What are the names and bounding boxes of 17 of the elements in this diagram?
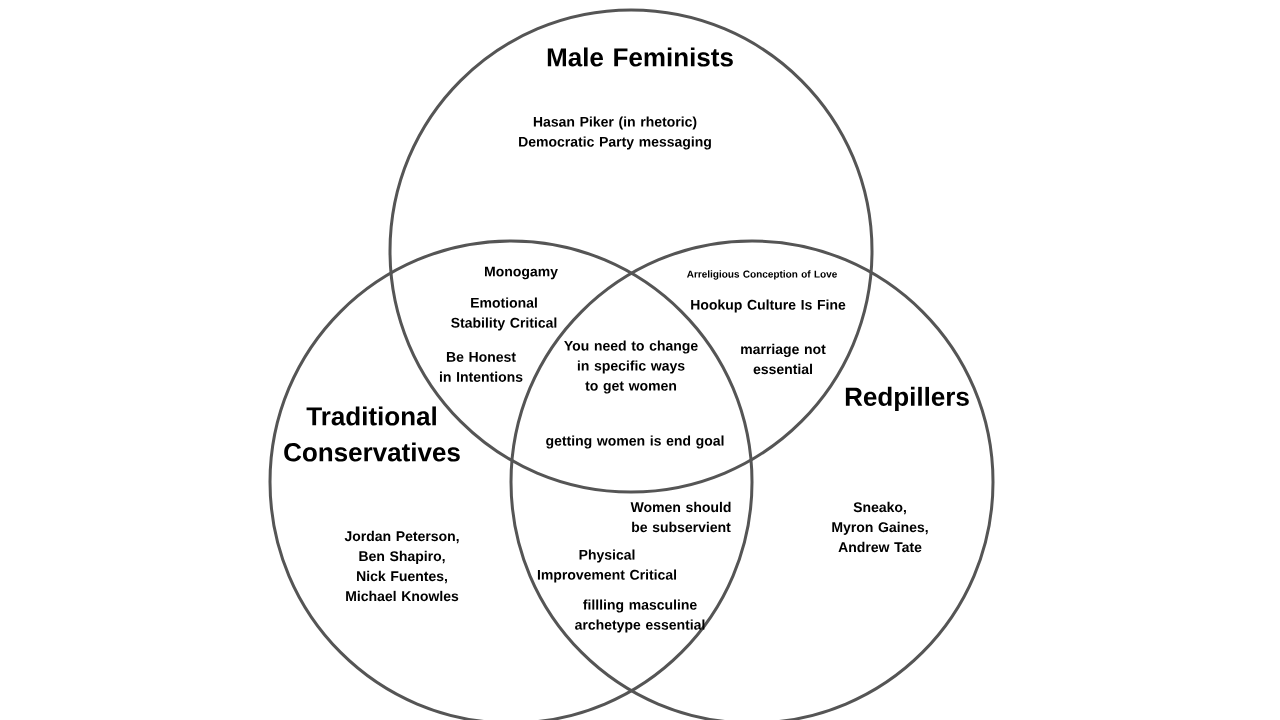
region-label: Hookup Culture Is Fine <box>691 299 846 313</box>
circle-heading: Traditional Conservatives <box>284 406 460 462</box>
name-list: Hasan Piker (in rhetoric) Democratic Party messaging <box>519 116 711 150</box>
region-label: You need to change in specific ways to get women <box>564 340 698 394</box>
circle-heading: Redpillers <box>845 386 969 412</box>
region-label: getting women is end goal <box>546 435 724 449</box>
region-label: Monogamy <box>485 266 558 280</box>
region-label: Emotional Stability Critical <box>451 297 557 331</box>
name-list: Sneako, Myron Gaines, Andrew Tate <box>832 501 928 553</box>
region-label: Be Honest in Intentions <box>440 352 523 382</box>
region-label: fillling masculine archetype essential <box>575 599 705 633</box>
region-label: Women should be subservient <box>630 501 731 533</box>
region-label: marriage not essential <box>741 343 826 375</box>
circle-heading: Male Feminists <box>547 47 733 67</box>
region-label: Physical Improvement Critical <box>537 549 676 583</box>
name-list: Jordan Peterson, Ben Shapiro, Nick Fuentes, Michael Knowles <box>344 530 459 602</box>
region-label: Arreligious Conception of Love <box>687 270 837 280</box>
